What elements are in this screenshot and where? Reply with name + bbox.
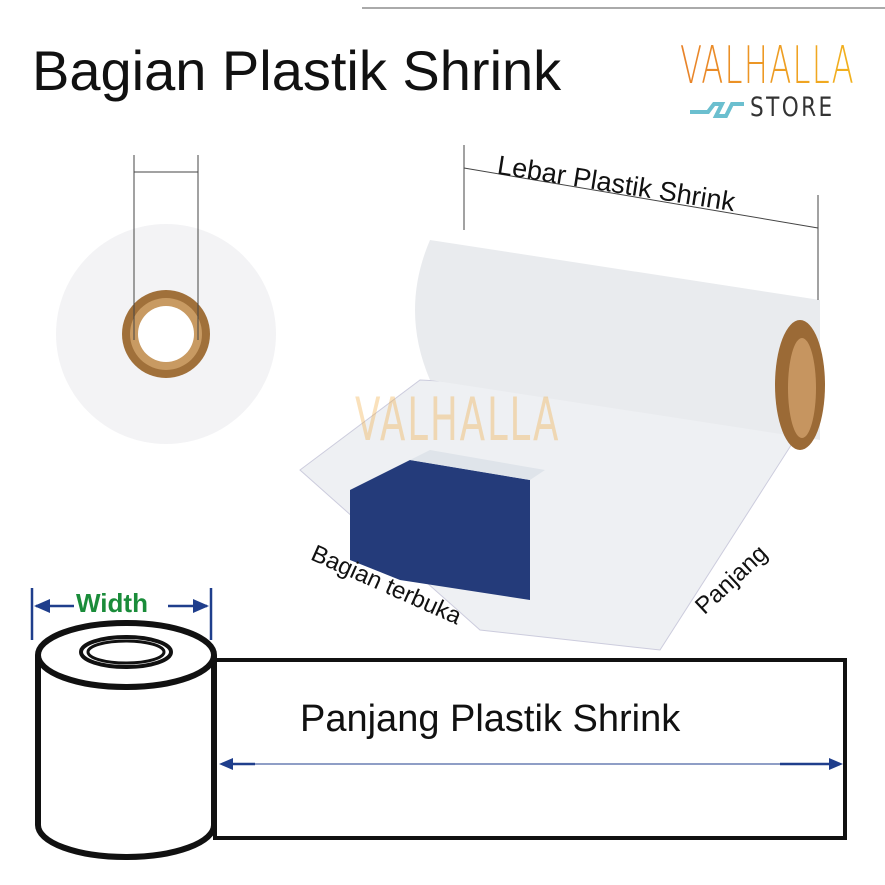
- watermark-logo: VALHALLA: [355, 385, 561, 455]
- dimension-arrows: [30, 588, 843, 770]
- brand-logo-sub: STORE: [750, 92, 835, 123]
- label-panjang-plastik: Panjang Plastik Shrink: [300, 698, 681, 740]
- roll-photo: [299, 145, 825, 651]
- roll-end-view: [56, 155, 276, 444]
- page-title: Bagian Plastik Shrink: [32, 39, 562, 102]
- brand-logo: VALHALLA: [680, 36, 855, 96]
- logo-swoosh-icon: [690, 102, 744, 118]
- roll-line-drawing: [35, 620, 847, 860]
- label-width: Width: [76, 588, 148, 618]
